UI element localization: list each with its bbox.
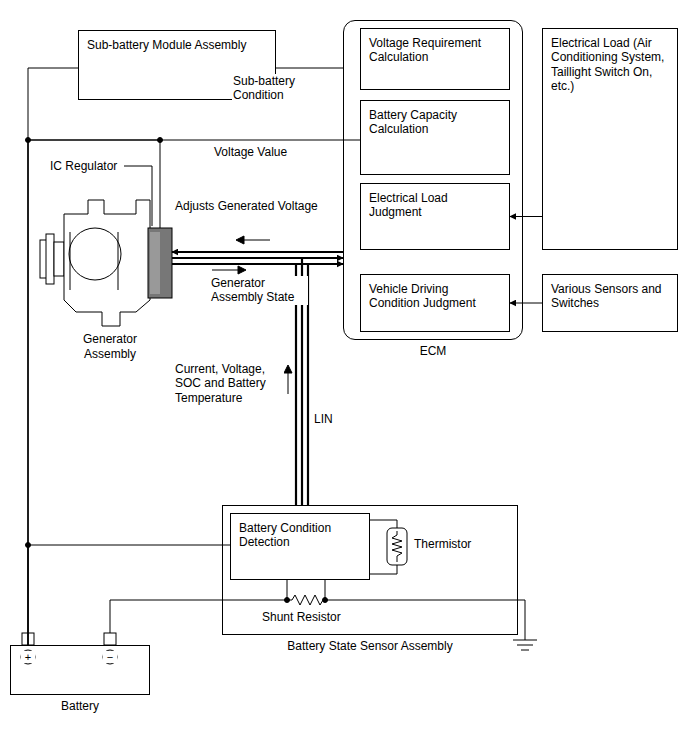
box-text: Electrical Load Judgment (369, 191, 501, 220)
box-caption: Generator Assembly (64, 332, 156, 361)
bus-lines (172, 258, 308, 505)
wire-connector (510, 216, 542, 217)
terminal-sign: + (21, 651, 35, 663)
wire-connector (510, 303, 542, 304)
box-text: Battery Capacity Calculation (369, 108, 501, 137)
function-box: Vehicle Driving Condition Judgment (360, 274, 510, 332)
function-box: Electrical Load Judgment (360, 183, 510, 250)
terminal-mark (103, 650, 117, 664)
ecm-housing: ECMVoltage Requirement CalculationBatter… (343, 20, 523, 340)
terminal-sign: − (103, 651, 117, 663)
wire-connector (28, 140, 160, 645)
thermistor-symbol (387, 528, 407, 565)
sense-wire (287, 580, 325, 600)
box-text: Voltage Requirement Calculation (369, 36, 501, 65)
edge-label: Current, Voltage, SOC and Battery Temper… (174, 362, 284, 405)
box-caption: Battery State Sensor Assembly (183, 639, 557, 653)
ground-wire (110, 600, 525, 640)
box-caption: ECM (304, 344, 562, 358)
box-text: Various Sensors and Switches (551, 282, 669, 311)
signal-bus (302, 258, 343, 505)
box-text: Electrical Load (Air Conditioning System… (551, 36, 669, 94)
thermistor-symbol (392, 531, 402, 562)
edge-label: Generator Assembly State (210, 276, 308, 305)
leader-line (124, 166, 152, 226)
edge-label: Voltage Value (213, 145, 315, 159)
input-box: Various Sensors and Switches (542, 274, 678, 332)
wire-connector (28, 68, 78, 645)
part-name: Shunt Resistor (262, 610, 362, 624)
signal-bus (172, 263, 343, 265)
part-name: Thermistor (414, 537, 494, 551)
box-text: Battery Condition Detection (239, 521, 361, 550)
signal-bus (172, 251, 343, 253)
function-box: Battery Capacity Calculation (360, 100, 510, 175)
input-box: Electrical Load (Air Conditioning System… (542, 28, 678, 250)
edge-label: Sub-battery Condition (232, 74, 326, 103)
wire-connector (28, 545, 230, 645)
box-caption: Battery (0, 699, 189, 713)
ground-symbol (513, 640, 537, 650)
battery-terminal (104, 633, 116, 645)
edge-label: Adjusts Generated Voltage (174, 199, 336, 213)
signal-name: LIN (314, 412, 354, 426)
terminal-mark (21, 650, 35, 664)
wire-connector (276, 68, 343, 69)
function-box: Voltage Requirement Calculation (360, 28, 510, 90)
box-text: Vehicle Driving Condition Judgment (369, 282, 501, 311)
part-name: IC Regulator (50, 159, 124, 173)
wire-connector (28, 140, 360, 645)
resistor-symbol (292, 595, 323, 605)
generator-part: Generator Assembly (35, 185, 185, 363)
box-text: Sub-battery Module Assembly (87, 38, 267, 52)
function-box: Battery Condition Detection (230, 513, 370, 580)
